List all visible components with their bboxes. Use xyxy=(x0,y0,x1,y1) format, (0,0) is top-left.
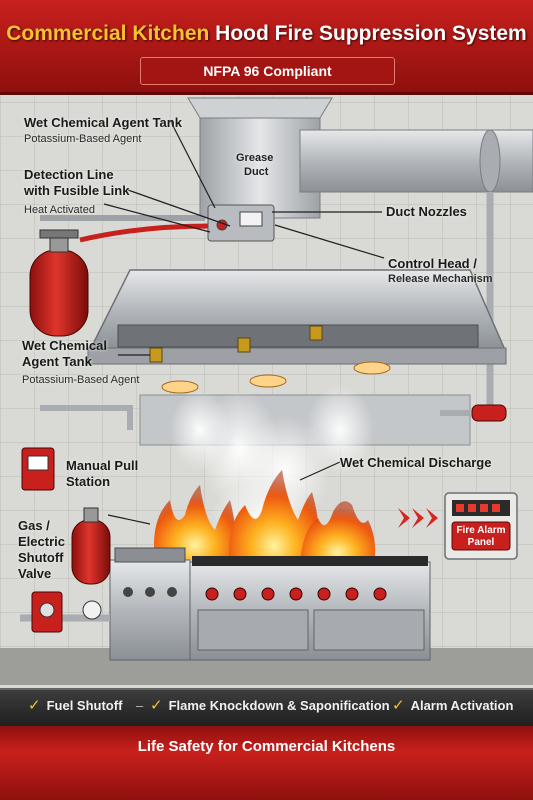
label-gas-2: Electric xyxy=(18,534,65,549)
label-grease-2: Duct xyxy=(244,166,269,178)
callout-leaders xyxy=(103,119,385,525)
label-gas-4: Valve xyxy=(18,566,52,581)
checkmark-icon: ✓ xyxy=(150,697,163,714)
page-title: Commercial Kitchen Hood Fire Suppression… xyxy=(0,22,533,46)
hood-lip xyxy=(87,347,507,365)
label-control-head-2: Release Mechanism xyxy=(388,273,493,285)
suppression-diagram xyxy=(0,95,533,685)
oven-door-right xyxy=(313,609,425,651)
sublabel-tank-mid: Potassium-Based Agent xyxy=(22,374,140,386)
label-gas-1: Gas / xyxy=(18,518,50,533)
supply-pipe-left xyxy=(40,405,133,430)
agent-tank-upper xyxy=(29,229,89,337)
footer-tagline: Life Safety for Commercial Kitchens xyxy=(137,738,396,755)
alarm-signal-arrows xyxy=(398,508,438,528)
label-manual-pull-1: Manual Pull xyxy=(66,458,139,473)
hood-nozzles xyxy=(149,325,323,363)
label-tank-mid-2: Agent Tank xyxy=(22,354,92,369)
exhaust-duct-joint xyxy=(479,129,501,193)
benefit-separator: – xyxy=(136,698,144,713)
sublabel-detection: Heat Activated xyxy=(24,204,95,216)
label-discharge: Wet Chemical Discharge xyxy=(340,455,492,470)
label-alarm-2: Panel xyxy=(467,537,495,548)
fire-alarm-panel xyxy=(444,492,518,560)
pipe-nozzle-right xyxy=(440,404,507,422)
gas-shutoff-valve xyxy=(20,591,110,633)
benefit-fuel-shutoff: ✓ Fuel Shutoff xyxy=(28,688,122,724)
title-rest: Hood Fire Suppression System xyxy=(209,22,527,45)
detection-line xyxy=(79,223,211,243)
label-control-head-1: Control Head / xyxy=(388,256,477,271)
hood-lights xyxy=(161,361,391,394)
manual-pull-station xyxy=(21,447,55,491)
hood-filters xyxy=(117,324,479,348)
label-duct-nozzles: Duct Nozzles xyxy=(386,204,467,219)
control-head-gauge xyxy=(239,211,263,227)
label-tank-mid-1: Wet Chemical xyxy=(22,338,108,353)
benefit-flame-knockdown: ✓ Flame Knockdown & Saponification xyxy=(150,688,390,724)
fryer-basket xyxy=(114,547,186,563)
title-accent: Commercial Kitchen xyxy=(6,22,210,45)
label-manual-pull-2: Station xyxy=(66,474,111,489)
label-detection-1: Detection Line xyxy=(24,167,114,182)
range-knobs xyxy=(205,587,387,601)
benefit-label: Alarm Activation xyxy=(410,698,514,713)
benefit-label: Flame Knockdown & Saponification xyxy=(168,698,390,713)
checkmark-icon: ✓ xyxy=(28,697,41,714)
fryer xyxy=(109,559,191,661)
label-detection-2: with Fusible Link xyxy=(24,183,130,198)
label-tank-top: Wet Chemical Agent Tank xyxy=(24,115,182,130)
compliance-badge: NFPA 96 Compliant xyxy=(140,57,395,85)
label-grease-1: Grease xyxy=(236,152,274,164)
benefit-alarm-activation: ✓ Alarm Activation xyxy=(392,688,513,724)
range-grates xyxy=(192,556,428,566)
benefits-strip xyxy=(0,688,533,726)
cooking-fire xyxy=(154,470,376,565)
oven-door-left xyxy=(197,609,309,651)
agent-tank-lower xyxy=(71,507,111,585)
label-alarm-1: Fire Alarm xyxy=(456,525,506,536)
duct-collar xyxy=(187,97,333,119)
checkmark-icon: ✓ xyxy=(392,697,405,714)
benefit-label: Fuel Shutoff xyxy=(46,698,123,713)
label-gas-3: Shutoff xyxy=(18,550,64,565)
fryer-knobs xyxy=(123,587,177,597)
sublabel-tank-top: Potassium-Based Agent xyxy=(24,133,142,145)
footer-banner xyxy=(0,726,533,800)
